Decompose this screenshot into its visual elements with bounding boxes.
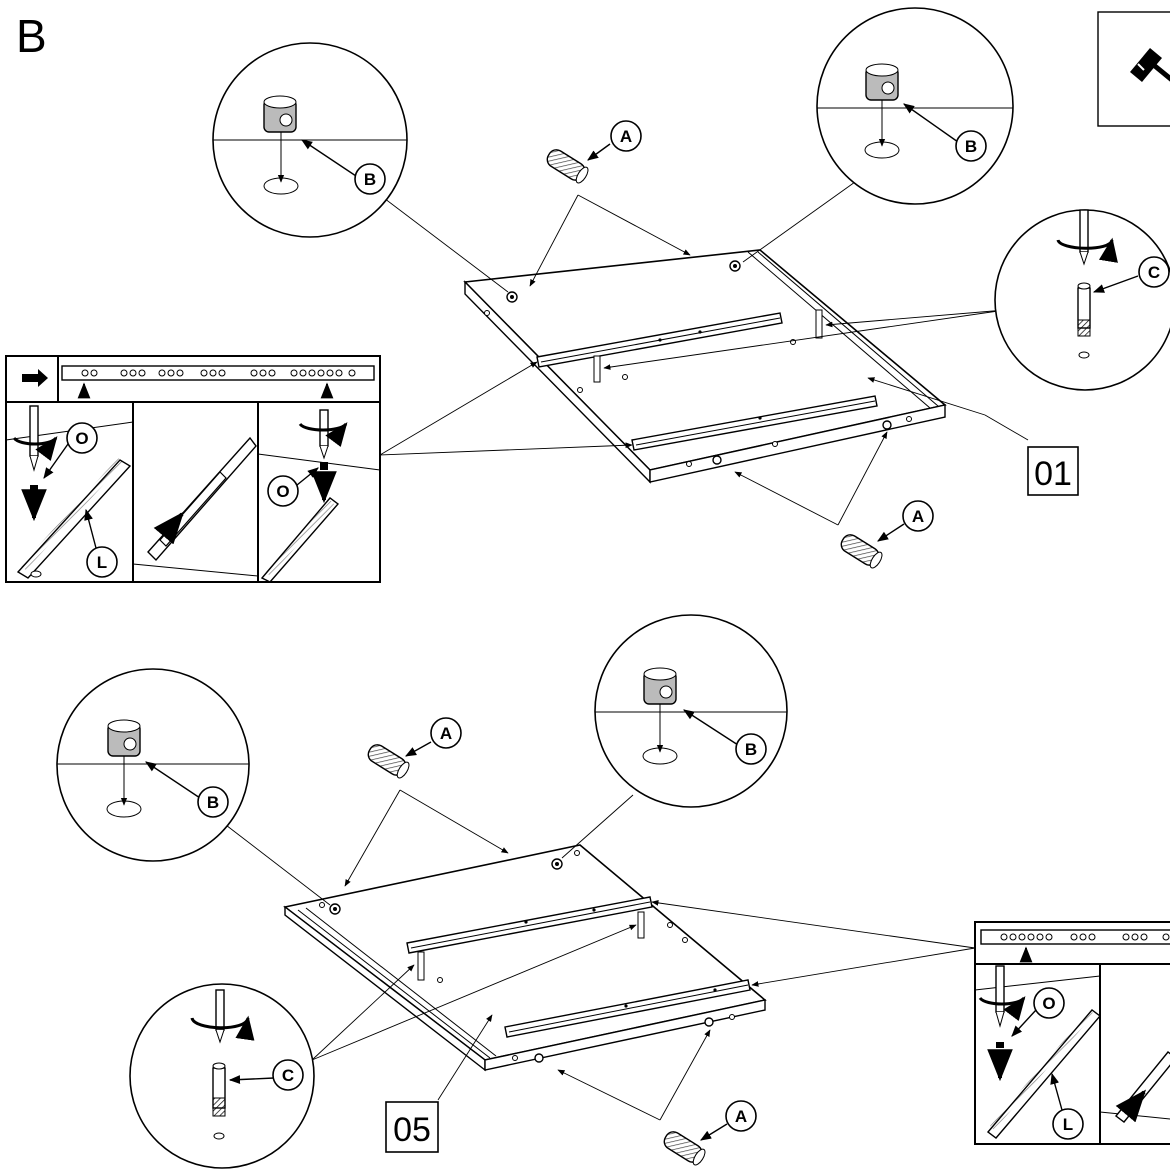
detail-cam-bolt-lower-left: C <box>129 983 315 1169</box>
dowel-icon <box>367 744 410 779</box>
svg-text:B: B <box>364 170 376 189</box>
svg-text:O: O <box>1042 994 1055 1013</box>
screwdriver-icon <box>1079 209 1089 266</box>
part-number-01: 01 <box>1027 446 1079 496</box>
svg-text:01: 01 <box>1034 455 1072 493</box>
detail-cam-bolt-upper-right: C <box>994 209 1170 391</box>
upper-panel <box>463 249 947 484</box>
direction-arrow-icon <box>22 369 48 387</box>
svg-text:C: C <box>282 1066 294 1085</box>
dowel-icon <box>546 149 589 184</box>
svg-text:L: L <box>97 553 107 572</box>
cam-lock-icon <box>643 667 677 705</box>
cam-lock-icon <box>107 719 141 757</box>
svg-text:B: B <box>745 740 757 759</box>
hammer-icon <box>1097 11 1170 127</box>
svg-text:A: A <box>912 507 924 526</box>
detail-cam-lock-lower-right: B <box>594 614 788 808</box>
dowel-icon <box>840 534 883 569</box>
detail-cam-lock-upper-right: B <box>816 7 1014 205</box>
callout-a-upper-top: A <box>610 120 642 152</box>
lower-leader-lines <box>221 789 976 1121</box>
upper-leader-lines <box>379 181 1029 526</box>
detail-cam-lock-upper-left: B <box>212 42 408 238</box>
callout-a-lower-top: A <box>430 717 462 749</box>
svg-text:05: 05 <box>393 1111 431 1149</box>
detail-cam-lock-lower-left: B <box>56 668 250 862</box>
cam-lock-icon <box>865 63 899 101</box>
svg-text:B: B <box>965 137 977 156</box>
svg-text:O: O <box>75 429 88 448</box>
rotate-arrow-icon <box>1056 237 1118 263</box>
svg-text:B: B <box>207 793 219 812</box>
svg-text:A: A <box>735 1107 747 1126</box>
rotate-arrow-icon <box>190 1015 255 1041</box>
svg-text:L: L <box>1063 1115 1073 1134</box>
rail-detail-panel-lower: O L <box>974 921 1170 1145</box>
svg-text:O: O <box>276 482 289 501</box>
callout-a-upper-bottom: A <box>902 500 934 532</box>
cam-lock-icon <box>263 95 297 133</box>
step-label: B <box>16 10 47 62</box>
svg-text:A: A <box>620 127 632 146</box>
svg-text:C: C <box>1148 263 1160 282</box>
screwdriver-icon <box>215 989 225 1044</box>
lower-panel <box>283 844 767 1072</box>
svg-text:A: A <box>440 724 452 743</box>
dowel-icon <box>663 1131 706 1166</box>
rail-detail-panel-upper: O L O <box>5 355 381 583</box>
callout-a-lower-bottom: A <box>725 1100 757 1132</box>
part-number-05: 05 <box>385 1101 439 1153</box>
